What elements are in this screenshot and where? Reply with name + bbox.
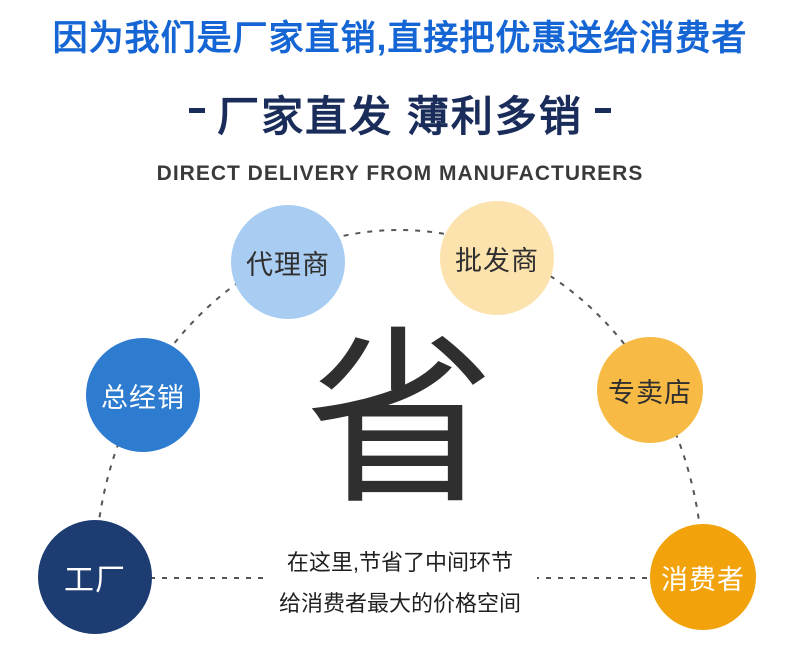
node-agent-label: 代理商 <box>246 249 330 280</box>
caption-line-1: 在这里,节省了中间环节 <box>286 550 514 575</box>
section-title-row: 厂家直发 薄利多销 <box>0 92 800 142</box>
title-accent-left <box>189 108 206 113</box>
node-wholesaler: 批发商 <box>440 201 554 315</box>
node-general-distributor: 总经销 <box>86 338 200 452</box>
node-specialty-store-label: 专卖店 <box>608 377 692 408</box>
title-accent-right <box>594 108 611 113</box>
caption: 在这里,节省了中间环节 给消费者最大的价格空间 <box>262 540 538 626</box>
node-general-distributor-label: 总经销 <box>101 382 185 413</box>
node-agent: 代理商 <box>231 205 345 319</box>
section-title: 厂家直发 薄利多销 <box>217 93 583 140</box>
node-consumer: 消费者 <box>650 524 756 630</box>
node-wholesaler-label: 批发商 <box>455 245 539 276</box>
save-character: 省 <box>304 318 495 528</box>
node-factory-label: 工厂 <box>64 564 126 597</box>
node-specialty-store: 专卖店 <box>597 337 703 443</box>
node-factory: 工厂 <box>38 520 152 634</box>
node-consumer-label: 消费者 <box>661 564 745 595</box>
caption-line-2: 给消费者最大的价格空间 <box>278 591 522 616</box>
section-subtitle: DIRECT DELIVERY FROM MANUFACTURERS <box>156 162 644 185</box>
top-banner-text: 因为我们是厂家直销,直接把优惠送给消费者 <box>52 19 748 58</box>
